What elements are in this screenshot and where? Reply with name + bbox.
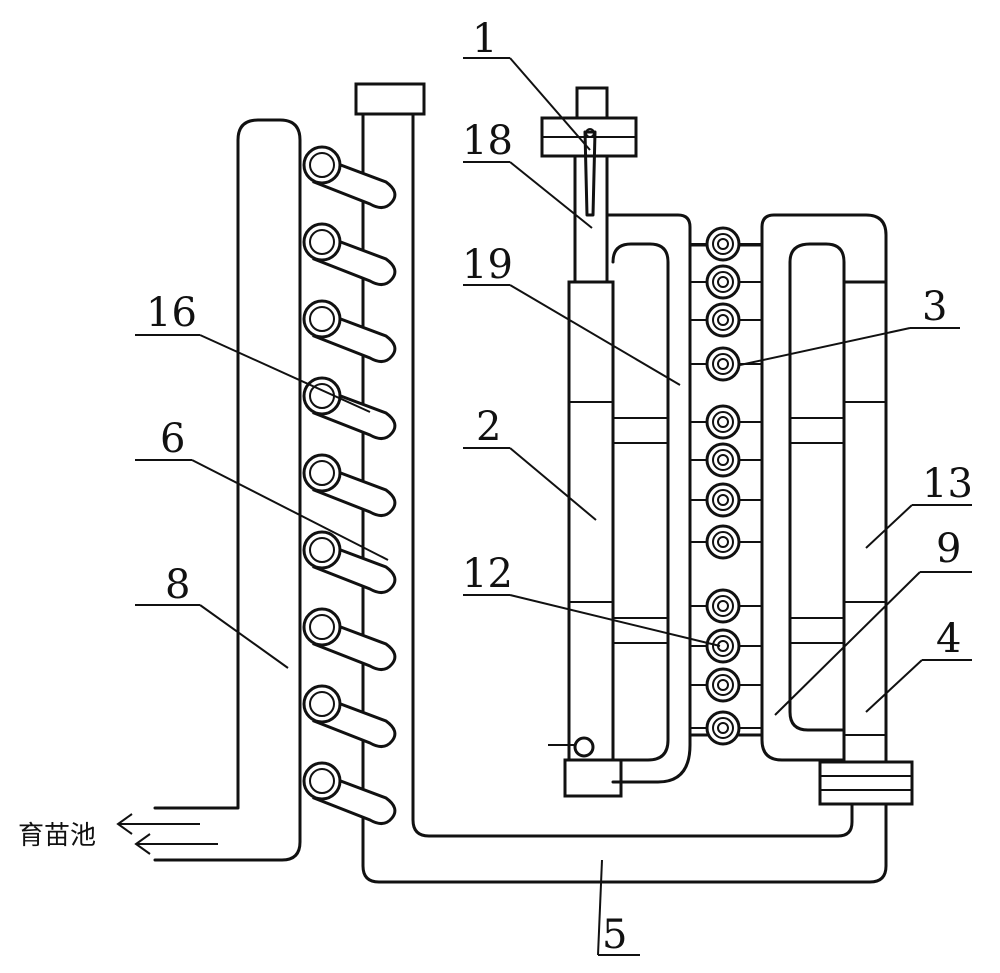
leader-2-diag (509, 447, 597, 521)
leader-12-diag (509, 594, 721, 647)
branch-tube (302, 222, 397, 286)
leader-19-diag (509, 284, 681, 386)
outlet-arrows: 育苗池 (18, 813, 218, 855)
label-2: 2 (476, 404, 501, 450)
valve (690, 588, 762, 624)
label-19: 19 (462, 242, 513, 288)
valve (690, 482, 762, 518)
leader-4-diag (865, 659, 923, 713)
leader-3-diag (739, 327, 911, 366)
valve (690, 524, 762, 560)
leader-5-diag (597, 859, 603, 956)
valve (690, 710, 762, 746)
branch-tubes-16 (302, 145, 397, 825)
branch-tube (302, 299, 397, 363)
leader-lines (135, 57, 972, 956)
valve (690, 226, 762, 262)
branch-tube (302, 453, 397, 517)
label-3: 3 (922, 284, 947, 330)
branch-tube (302, 530, 397, 594)
label-18: 18 (462, 118, 513, 164)
branch-tube (302, 145, 397, 209)
label-5: 5 (602, 912, 627, 958)
label-9: 9 (936, 526, 961, 572)
leader-18-diag (509, 161, 593, 229)
pipe-5 (361, 788, 888, 884)
valve (690, 264, 762, 300)
label-16: 16 (146, 290, 197, 336)
branch-tube (302, 684, 397, 748)
label-8: 8 (165, 562, 190, 608)
column-2 (548, 280, 623, 798)
branch-tube (302, 607, 397, 671)
injector-1 (540, 86, 638, 217)
leader-16-diag (199, 334, 371, 413)
valve (690, 404, 762, 440)
tube-19 (605, 213, 692, 784)
label-1: 1 (472, 16, 497, 62)
valve-stack (690, 226, 762, 746)
pipe-6 (354, 82, 854, 838)
leader-9-diag (774, 571, 921, 716)
branch-tube (302, 376, 397, 440)
leader-13-diag (865, 504, 913, 549)
leader-8-diag (199, 604, 289, 669)
branch-tube (302, 761, 397, 825)
label-12: 12 (462, 551, 513, 597)
tube-9 (760, 213, 888, 762)
valve (690, 442, 762, 478)
outlet-caption: 育苗池 (18, 821, 96, 851)
valve (690, 346, 762, 382)
reference-numerals: 1 18 19 16 6 8 2 12 3 13 9 4 5 (146, 16, 973, 958)
valve (690, 628, 762, 664)
valve (690, 667, 762, 703)
label-4: 4 (936, 616, 961, 662)
label-6: 6 (160, 416, 185, 462)
column-4 (818, 280, 914, 806)
leader-1-diag (509, 57, 591, 151)
valve (690, 302, 762, 338)
pipe-8 (153, 118, 302, 862)
leader-6-diag (191, 459, 389, 561)
label-13: 13 (922, 461, 973, 507)
